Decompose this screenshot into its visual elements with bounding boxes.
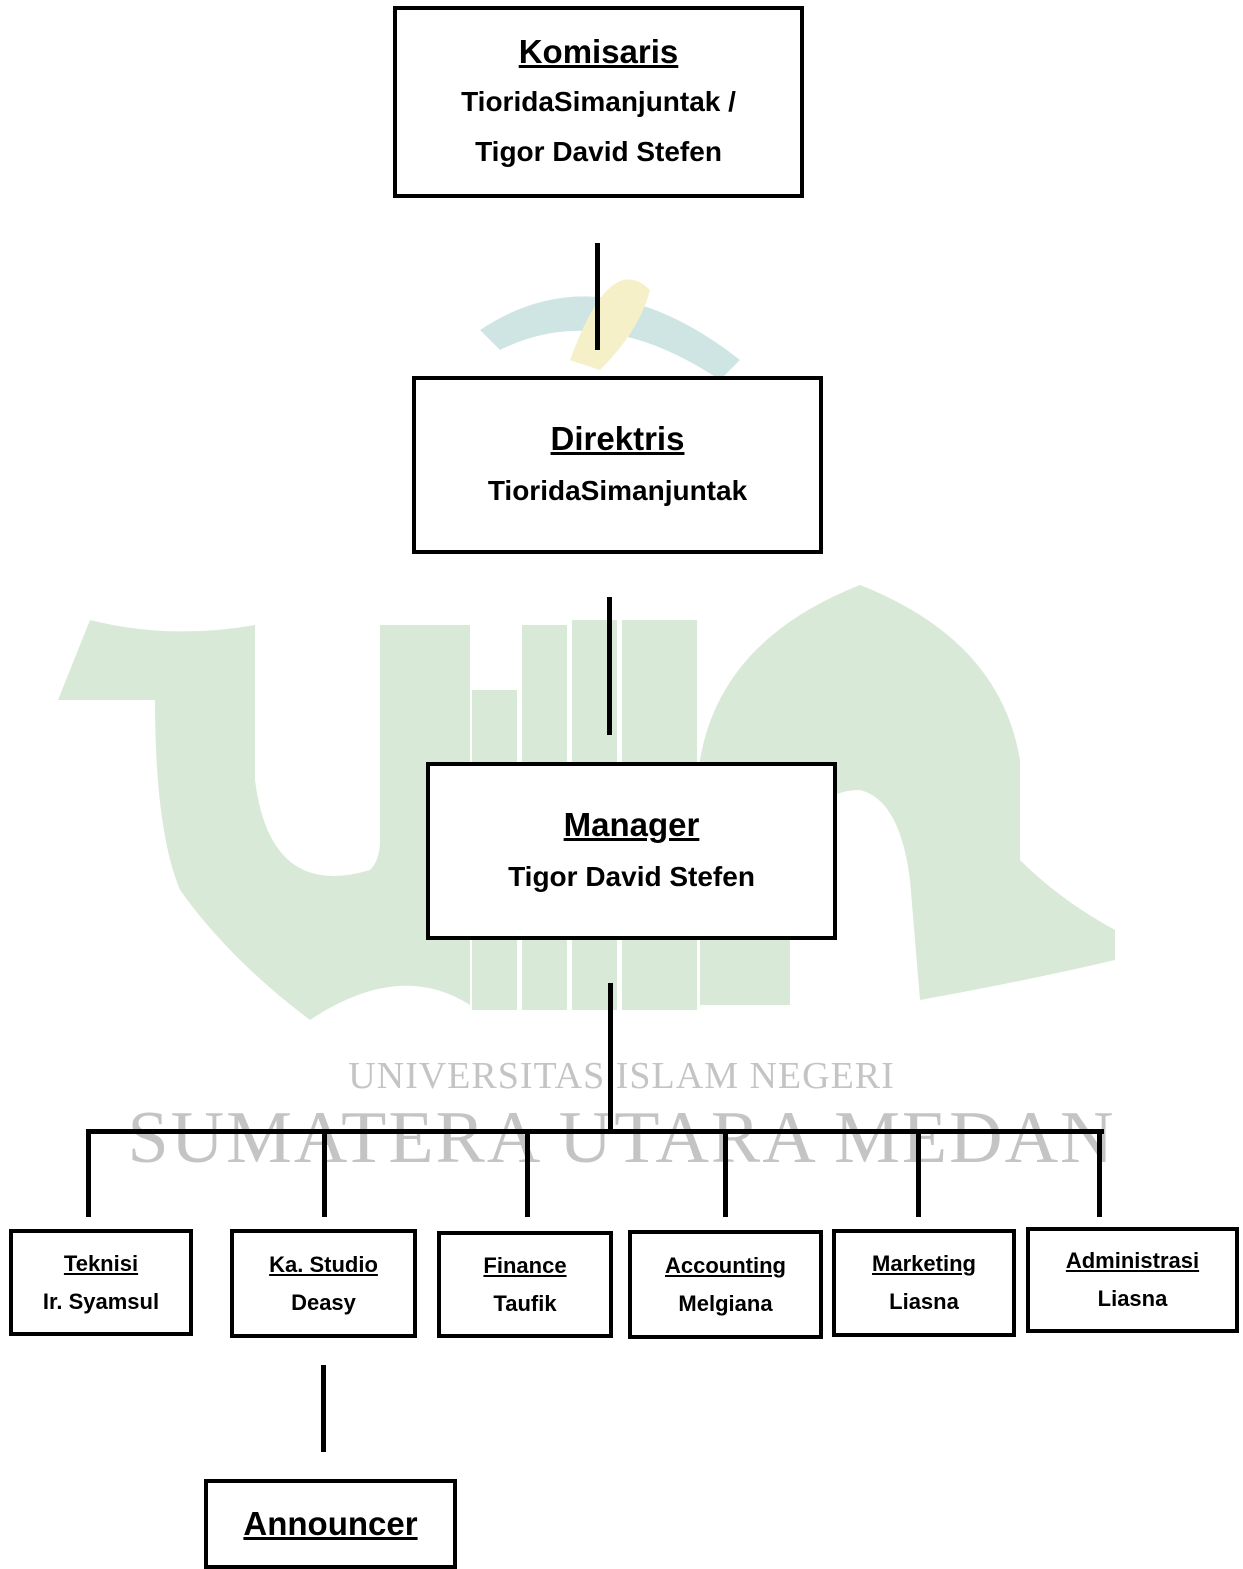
connector-ka-studio-announcer: [321, 1365, 326, 1452]
watermark-line2: SUMATERA UTARA MEDAN: [127, 1097, 1116, 1179]
department-box-teknisi: Teknisi Ir. Syamsul: [9, 1229, 193, 1336]
department-box-administrasi: Administrasi Liasna: [1026, 1227, 1239, 1333]
announcer-title: Announcer: [243, 1505, 418, 1542]
connector-teknisi: [86, 1129, 91, 1217]
watermark-line1: UNIVERSITAS ISLAM NEGERI: [348, 1055, 895, 1097]
department-name: Melgiana: [678, 1290, 773, 1316]
connector-direktris-manager: [607, 597, 612, 735]
department-bus-line: [88, 1129, 1104, 1134]
logo-orbit-yellow: [570, 279, 650, 370]
logo-orbit-teal: [480, 296, 740, 380]
connector-finance: [525, 1129, 530, 1217]
department-box-ka-studio: Ka. Studio Deasy: [230, 1229, 417, 1338]
logo-left-shape: [58, 620, 470, 1020]
announcer-box: Announcer: [204, 1479, 457, 1569]
connector-marketing: [916, 1129, 921, 1217]
connector-komisaris-direktris: [595, 243, 600, 350]
komisaris-name-line2: Tigor David Stefen: [475, 136, 722, 167]
department-name: Liasna: [1097, 1286, 1168, 1311]
komisaris-name-line1: TioridaSimanjuntak /: [461, 86, 736, 117]
logo-dome: [700, 585, 1115, 1005]
direktris-name: TioridaSimanjuntak: [487, 475, 748, 506]
connector-administrasi: [1097, 1129, 1102, 1217]
department-box-marketing: Marketing Liasna: [832, 1229, 1016, 1337]
direktris-box: Direktris TioridaSimanjuntak: [412, 376, 823, 554]
department-title: Ka. Studio: [269, 1251, 378, 1277]
department-title: Teknisi: [63, 1250, 139, 1276]
department-name: Ir. Syamsul: [42, 1288, 160, 1314]
manager-name: Tigor David Stefen: [508, 861, 755, 892]
department-title: Accounting: [665, 1252, 786, 1278]
connector-accounting: [723, 1129, 728, 1217]
connector-manager-departments: [608, 983, 613, 1133]
department-title: Marketing: [872, 1251, 976, 1276]
manager-box: Manager Tigor David Stefen: [426, 762, 837, 940]
department-name: Taufik: [493, 1290, 557, 1316]
department-title: Finance: [483, 1252, 567, 1278]
manager-title: Manager: [563, 806, 700, 843]
department-name: Deasy: [291, 1289, 356, 1315]
connector-ka-studio: [322, 1129, 327, 1217]
komisaris-box: Komisaris TioridaSimanjuntak / Tigor Dav…: [393, 6, 804, 198]
department-title: Administrasi: [1065, 1248, 1200, 1273]
komisaris-title: Komisaris: [518, 33, 679, 70]
department-name: Liasna: [889, 1289, 959, 1314]
direktris-title: Direktris: [550, 420, 685, 457]
department-box-accounting: Accounting Melgiana: [628, 1230, 823, 1339]
department-box-finance: Finance Taufik: [437, 1231, 613, 1338]
